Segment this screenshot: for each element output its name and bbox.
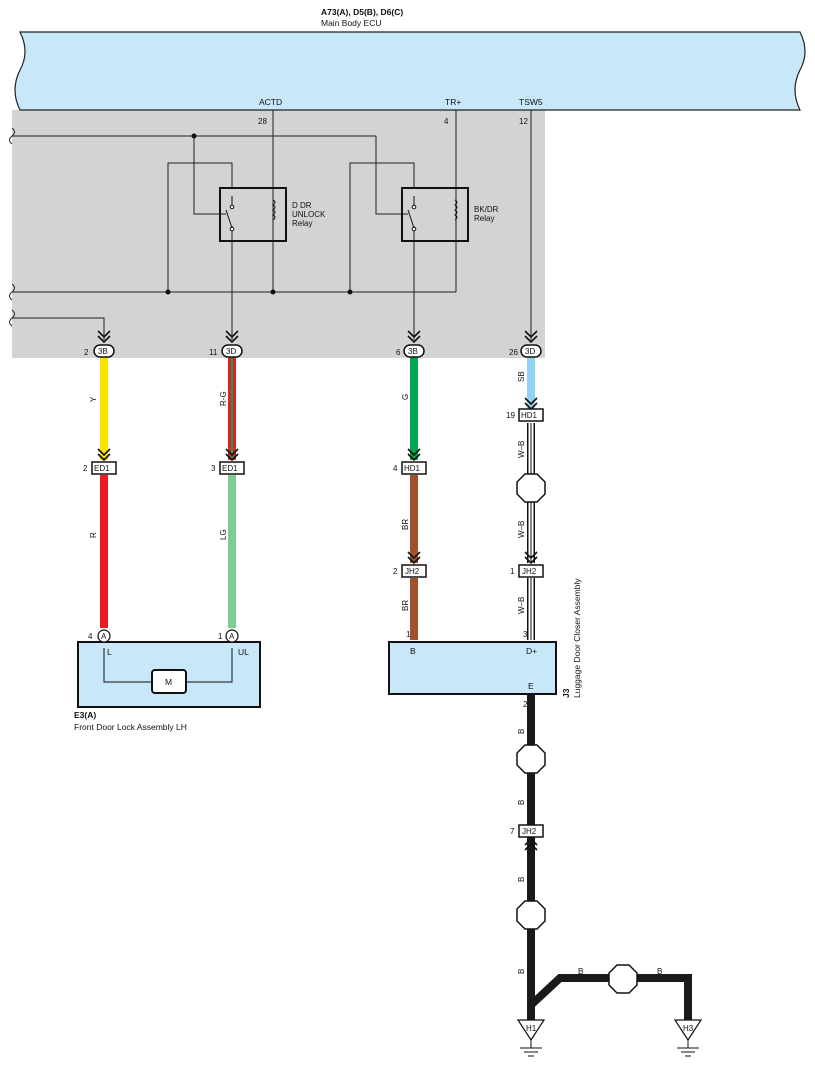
j3-pin-b: B bbox=[410, 646, 416, 656]
ecu-internal-area bbox=[12, 110, 545, 358]
conn-jh2c-pin: 7 bbox=[510, 827, 515, 836]
wire-label-wb-1: W–B bbox=[517, 441, 526, 458]
e3-conn-a-1: A bbox=[101, 632, 107, 641]
conn-hd1b-pin: 19 bbox=[506, 411, 515, 420]
junction-dots bbox=[165, 133, 353, 295]
conn-hd1b-id: HD1 bbox=[521, 411, 538, 420]
wire-label-rg: R-G bbox=[219, 391, 228, 406]
inline-connectors bbox=[91, 408, 544, 838]
motor-wiring bbox=[103, 648, 233, 683]
conn-ed1b-pin: 3 bbox=[211, 464, 216, 473]
wire-label-r: R bbox=[89, 532, 98, 538]
conn-hd1a-id: HD1 bbox=[404, 464, 421, 473]
conn-ed1a-pin: 2 bbox=[83, 464, 88, 473]
conn-jh2b-id: JH2 bbox=[522, 567, 537, 576]
j3-pin3: 3 bbox=[523, 630, 528, 639]
ddr-unlock-relay bbox=[219, 187, 287, 242]
conn-c3-pin: 6 bbox=[396, 348, 401, 357]
wire-label-wb-3: W–B bbox=[517, 597, 526, 614]
wire-label-br-1: BR bbox=[401, 519, 410, 530]
conn-c1-pin: 2 bbox=[84, 348, 89, 357]
ground-h3-label: H3 bbox=[683, 1024, 694, 1033]
conn-hd1a-pin: 4 bbox=[393, 464, 398, 473]
conn-c2-id: 3D bbox=[226, 347, 236, 356]
conn-jh2c-id: JH2 bbox=[522, 827, 537, 836]
pin-tr-num: 4 bbox=[444, 117, 449, 126]
wire-label-wb-2: W–B bbox=[517, 521, 526, 538]
conn-jh2a-id: JH2 bbox=[405, 567, 420, 576]
pin-actd-num: 28 bbox=[258, 117, 267, 126]
conn-c3-id: 3B bbox=[408, 347, 418, 356]
ecu-output-connectors bbox=[93, 344, 542, 358]
j3-id: J3 bbox=[561, 688, 571, 698]
ddr-relay-label-1: D DR bbox=[292, 201, 312, 210]
e3-pin-ul: UL bbox=[238, 647, 249, 657]
conn-c4-pin: 26 bbox=[509, 348, 518, 357]
bkdr-relay bbox=[401, 187, 469, 242]
wire-label-br-2: BR bbox=[401, 600, 410, 611]
main-body-ecu-box bbox=[14, 31, 806, 111]
wire-label-b-2: B bbox=[517, 800, 526, 805]
e3-pin1-circle bbox=[225, 629, 239, 643]
e3-conn-a-2: A bbox=[229, 632, 235, 641]
wire-label-b-3: B bbox=[517, 877, 526, 882]
wire-label-g: G bbox=[401, 394, 410, 400]
wire-label-y: Y bbox=[89, 396, 98, 402]
ground-h1-label: H1 bbox=[526, 1024, 537, 1033]
e3-pin4-circle bbox=[97, 629, 111, 643]
wire-labels: Y R R-G LG G BR BR SB W–B W–B W–B B B B … bbox=[89, 371, 662, 976]
e3-name: Front Door Lock Assembly LH bbox=[74, 722, 187, 732]
wire-label-b-4: B bbox=[517, 969, 526, 974]
pin-tsw5-label: TSW5 bbox=[519, 97, 543, 107]
luggage-door-closer-assembly bbox=[388, 641, 557, 695]
j3-pin-d: D+ bbox=[526, 646, 537, 656]
ecu-name: Main Body ECU bbox=[321, 18, 381, 28]
bkdr-relay-label-1: BK/DR bbox=[474, 205, 499, 214]
ground-h3 bbox=[673, 1019, 703, 1057]
e3-id: E3(A) bbox=[74, 710, 96, 720]
e3-pin4: 4 bbox=[88, 632, 93, 641]
wire-label-lg: LG bbox=[219, 529, 228, 540]
e3-pin-l: L bbox=[107, 647, 112, 657]
wire-label-b-1: B bbox=[517, 729, 526, 734]
ecu-connector-label: A73(A), D5(B), D6(C) bbox=[321, 7, 403, 17]
j3-pin2: 2 bbox=[523, 700, 528, 709]
bkdr-relay-label-2: Relay bbox=[474, 214, 494, 223]
j3-pin-e: E bbox=[528, 681, 534, 691]
wire-label-sb: SB bbox=[517, 371, 526, 382]
pin-actd-label: ACTD bbox=[259, 97, 282, 107]
conn-c2-pin: 11 bbox=[209, 348, 218, 357]
conn-c4-id: 3D bbox=[525, 347, 535, 356]
conn-ed1a-id: ED1 bbox=[94, 464, 110, 473]
conn-ed1b-id: ED1 bbox=[222, 464, 238, 473]
connector-chevrons bbox=[97, 330, 538, 851]
motor-label: M bbox=[165, 677, 172, 687]
wire-label-b-5: B bbox=[578, 967, 583, 976]
conn-c1-id: 3B bbox=[98, 347, 108, 356]
splice-points bbox=[516, 473, 638, 994]
j3-pin1: 1 bbox=[406, 630, 411, 639]
ddr-relay-label-3: Relay bbox=[292, 219, 312, 228]
wire-label-b-6: B bbox=[657, 967, 662, 976]
pin-tsw5-num: 12 bbox=[519, 117, 528, 126]
ddr-relay-label-2: UNLOCK bbox=[292, 210, 326, 219]
ground-h1 bbox=[516, 1019, 546, 1057]
pin-tr-label: TR+ bbox=[445, 97, 461, 107]
ecu-break-marks bbox=[9, 127, 15, 327]
ecu-internal-wiring bbox=[12, 110, 532, 340]
e3-pin1: 1 bbox=[218, 632, 223, 641]
motor-icon bbox=[151, 669, 187, 694]
j3-name: Luggage Door Closer Assembly bbox=[572, 578, 582, 698]
conn-jh2b-pin: 1 bbox=[510, 567, 515, 576]
conn-jh2a-pin: 2 bbox=[393, 567, 398, 576]
